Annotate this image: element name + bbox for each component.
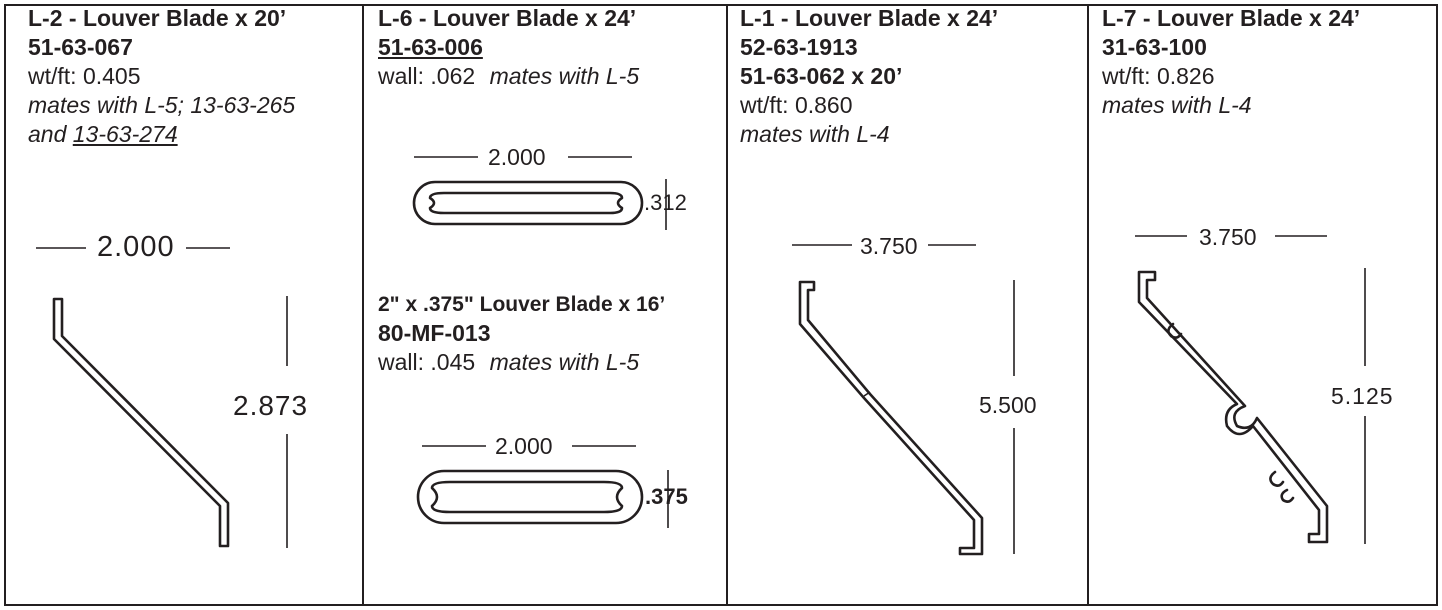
sub-part-number: 80-MF-013 <box>378 320 491 346</box>
weight-line: wt/ft: 0.860 <box>740 91 853 120</box>
mates-note-prefix: and <box>28 121 73 147</box>
mates-note: mates with L-5 <box>489 349 640 375</box>
mates-note: mates with L-4 <box>1102 92 1252 118</box>
profile-drawing <box>792 244 1015 556</box>
blade-profile <box>798 280 984 556</box>
profile-drawing <box>412 156 669 528</box>
dimension-width: 2.000 <box>488 144 546 170</box>
blade-profile <box>412 180 644 226</box>
weight-value: 0.826 <box>1156 63 1215 89</box>
panel-l2: L-2 - Louver Blade x 20’ 51-63-067 wt/ft… <box>6 5 362 604</box>
part-number: 31-63-100 <box>1102 34 1207 60</box>
weight-label: wt/ft: <box>1102 63 1151 89</box>
dimension-height: 5.125 <box>1331 383 1394 409</box>
blade-profile <box>52 297 230 548</box>
dimension-width: 2.000 <box>97 231 175 263</box>
wall-label: wall: <box>378 349 425 375</box>
catalog-sheet: L-2 - Louver Blade x 20’ 51-63-067 wt/ft… <box>4 4 1438 606</box>
weight-value: 0.860 <box>794 92 853 118</box>
panel-l7: L-7 - Louver Blade x 24’ 31-63-100 wt/ft… <box>1089 5 1438 604</box>
sub-title: 2" x .375" Louver Blade x 16’ <box>378 293 666 316</box>
mates-note-2: and 13-63-274 <box>28 120 178 149</box>
panel-l6: L-6 - Louver Blade x 24’ 51-63-006 wall:… <box>364 5 726 604</box>
dimension-thickness: .312 <box>644 190 687 215</box>
panel-title: L-2 - Louver Blade x 20’ <box>28 5 287 31</box>
weight-label: wt/ft: <box>28 63 77 89</box>
blade-clip <box>1167 322 1183 339</box>
panel-divider <box>1087 6 1089 604</box>
blade-joint <box>863 391 871 397</box>
panel-title: L-7 - Louver Blade x 24’ <box>1102 5 1361 31</box>
profile-drawing <box>1135 235 1366 544</box>
blade-profile-inner <box>430 480 624 514</box>
wall-value: .062 <box>430 63 476 89</box>
panel-title: L-6 - Louver Blade x 24’ <box>378 5 637 31</box>
sub-wall-line: wall: .045 mates with L-5 <box>378 348 639 377</box>
blade-clip <box>1269 470 1285 487</box>
mates-note: mates with L-4 <box>740 121 890 147</box>
wall-value: .045 <box>430 349 476 375</box>
sub-dimension-width: 2.000 <box>495 433 553 459</box>
part-number: 51-63-067 <box>28 34 133 60</box>
weight-value: 0.405 <box>82 63 141 89</box>
blade-profile <box>1137 270 1329 544</box>
panel-divider <box>726 6 728 604</box>
mates-note-link[interactable]: 13-63-274 <box>72 121 178 147</box>
mates-note: mates with L-5 <box>489 63 640 89</box>
blade-clip <box>1280 488 1295 503</box>
panel-title: L-1 - Louver Blade x 24’ <box>740 5 999 31</box>
wall-line: wall: .062 mates with L-5 <box>378 62 639 91</box>
dimension-width: 3.750 <box>1199 224 1257 250</box>
dimension-height: 2.873 <box>233 390 309 421</box>
sub-dimension-thickness: .375 <box>645 484 688 509</box>
weight-label: wt/ft: <box>740 92 789 118</box>
dimension-height: 5.500 <box>979 392 1037 418</box>
part-number-alt: 51-63-062 x 20’ <box>740 63 903 89</box>
part-number[interactable]: 51-63-006 <box>378 34 483 60</box>
panel-l1: L-1 - Louver Blade x 24’ 52-63-1913 51-6… <box>728 5 1087 604</box>
weight-line: wt/ft: 0.405 <box>28 62 141 91</box>
weight-line: wt/ft: 0.826 <box>1102 62 1215 91</box>
dimension-width: 3.750 <box>860 233 918 259</box>
blade-profile-inner <box>428 191 624 215</box>
wall-label: wall: <box>378 63 425 89</box>
blade-profile <box>416 469 644 525</box>
part-number: 52-63-1913 <box>740 34 858 60</box>
panel-divider <box>362 6 364 604</box>
profile-drawing <box>36 247 288 548</box>
mates-note: mates with L-5; 13-63-265 <box>28 92 296 118</box>
